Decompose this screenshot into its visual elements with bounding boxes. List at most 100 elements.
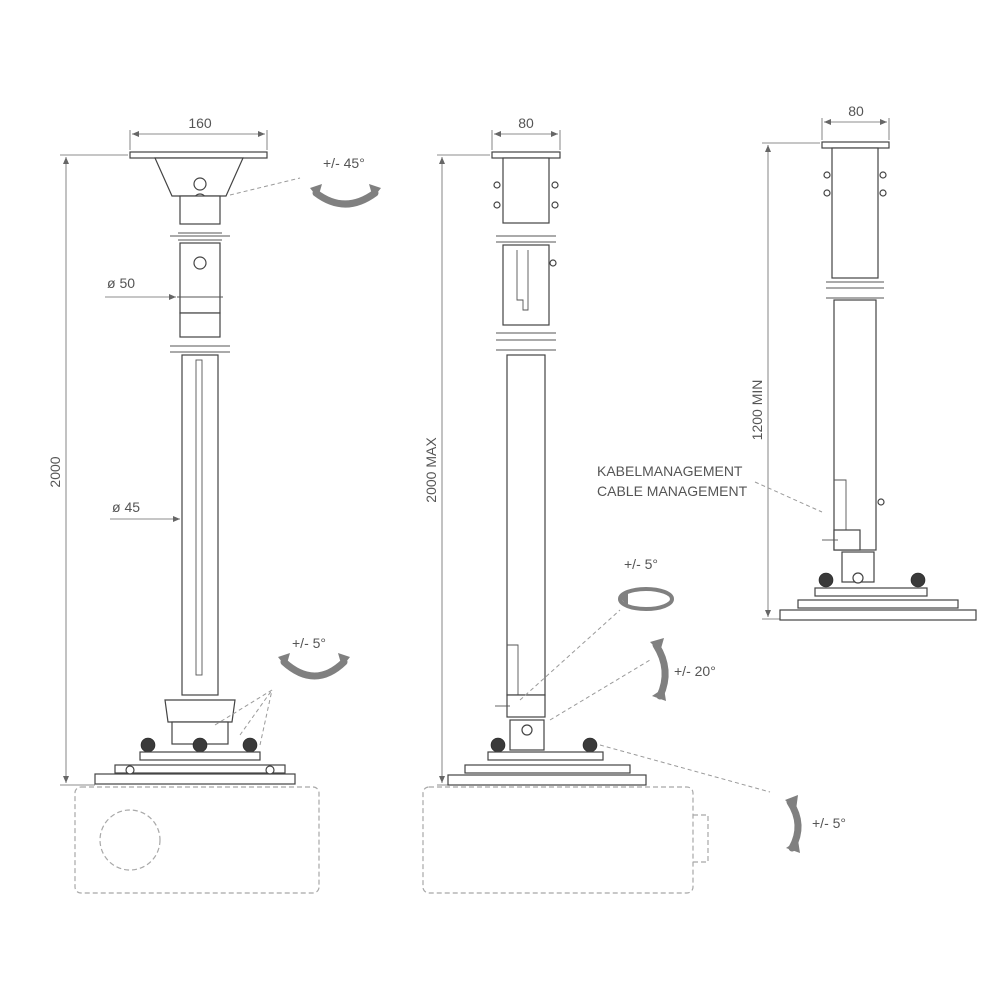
arrowhead (278, 653, 290, 667)
leader-line (229, 177, 301, 196)
tilt-bolt (852, 572, 864, 584)
bracket-bolt (193, 177, 207, 191)
break-line (178, 232, 222, 241)
projector-plate (447, 774, 647, 786)
rotation-arrow-top (312, 189, 379, 208)
leader-line (259, 689, 273, 746)
adjust-knob (140, 737, 156, 753)
break-mark (496, 332, 556, 351)
outer-tube-lower (179, 312, 221, 338)
front-base-angle-label: +/- 5° (292, 635, 326, 651)
short-width-label: 80 (848, 103, 864, 119)
mount-arm (114, 764, 286, 774)
adjust-knob (582, 737, 598, 753)
tube-slot (195, 359, 203, 676)
mount-arm (464, 764, 631, 774)
projector-lens (99, 809, 161, 871)
mount-arm (797, 599, 959, 609)
tube-slot (516, 250, 529, 311)
front-width-label: 160 (188, 115, 212, 131)
plate-screw (125, 765, 135, 775)
adjust-knob (490, 737, 506, 753)
side-bolt (493, 181, 501, 189)
arrowhead (338, 653, 350, 667)
projector-plate (779, 609, 977, 621)
arrowhead (786, 840, 800, 853)
ceiling-plate (491, 151, 561, 159)
outer-tube (179, 242, 221, 314)
front-height-label: 2000 (47, 456, 63, 487)
roll-angle-label: +/- 5° (812, 815, 846, 831)
outer-tube (502, 244, 550, 326)
tilt-bolt (521, 724, 533, 736)
leader-line (549, 659, 651, 721)
front-view: 160 2000 ø 50 ø 45 (47, 115, 381, 894)
side-bolt (551, 181, 559, 189)
side-bolt (823, 171, 831, 179)
arrowhead (652, 688, 666, 701)
side-view: 80 2000 MAX +/- 5° (422, 115, 846, 894)
inner-tube (833, 299, 877, 551)
arrowhead (650, 638, 664, 652)
adjust-knob (192, 737, 208, 753)
side-height-label: 2000 MAX (423, 437, 439, 503)
side-bolt (493, 201, 501, 209)
adjust-knob (910, 572, 926, 588)
plate-screw (265, 765, 275, 775)
rotation-arrow (618, 587, 674, 611)
cable-callout-en: CABLE MANAGEMENT (597, 483, 748, 499)
break-mark (170, 345, 230, 353)
short-view: 80 1200 MIN KABELMANAGEMENT CABLE MANAGE… (597, 103, 977, 621)
ceiling-plate (129, 151, 268, 159)
inner-tube (181, 354, 219, 696)
arrowhead (785, 795, 798, 810)
side-bolt (549, 259, 557, 267)
leader-line (239, 689, 273, 736)
spider-plate (139, 751, 261, 761)
leader-line (599, 744, 771, 793)
side-bolt (879, 171, 887, 179)
cable-callout-de: KABELMANAGEMENT (597, 463, 743, 479)
side-bolt (551, 201, 559, 209)
break-mark (826, 281, 884, 299)
tube-bolt (193, 256, 207, 270)
side-bolt (879, 189, 887, 197)
adjust-knob (242, 737, 258, 753)
projector-plate (94, 773, 296, 785)
inner-tube (506, 354, 546, 696)
projector-outline (422, 786, 694, 894)
break-mark (496, 235, 556, 243)
rotation-arrow-front (280, 658, 348, 680)
tube-step (507, 644, 519, 695)
outer-tube (831, 147, 879, 279)
leader-line (519, 609, 621, 701)
tube-step (834, 479, 847, 550)
arrowhead (369, 184, 381, 198)
top-bracket (154, 157, 244, 197)
arrowhead (620, 590, 628, 606)
dia-outer-label: ø 50 (107, 275, 135, 291)
dia-inner-label: ø 45 (112, 499, 140, 515)
tilt-joint (506, 694, 546, 718)
top-tilt-label: +/- 45° (323, 155, 365, 171)
tilt-block (841, 551, 875, 583)
side-bolt (823, 189, 831, 197)
side-bolt (877, 498, 885, 506)
projector-outline (74, 786, 320, 894)
arrowhead (310, 184, 322, 198)
spider-plate (814, 587, 928, 597)
ceiling-plate (821, 141, 890, 149)
projector-lens (693, 814, 709, 863)
tilt-angle-label: +/- 20° (674, 663, 716, 679)
short-height-label: 1200 MIN (749, 380, 765, 441)
spider-plate (487, 751, 604, 761)
adjust-knob (818, 572, 834, 588)
side-width-label: 80 (518, 115, 534, 131)
leader-line (754, 481, 823, 513)
rotation-angle-label: +/- 5° (624, 556, 658, 572)
upper-tube (179, 195, 221, 225)
top-bracket (502, 157, 550, 224)
base-clamp (164, 699, 236, 723)
